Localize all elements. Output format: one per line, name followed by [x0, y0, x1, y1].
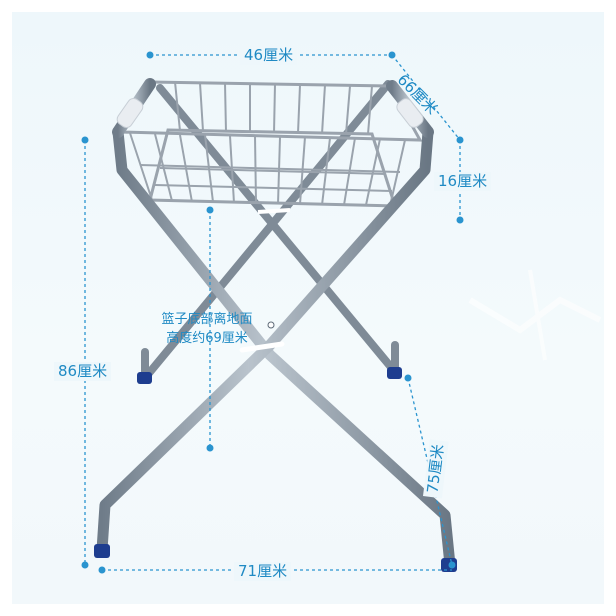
handle-grip-left [116, 97, 144, 129]
dimension-dots [81, 51, 464, 574]
basket-height-line1: 篮子底部离地面 [161, 312, 253, 327]
dimension-width-top: 46厘米 [240, 46, 298, 65]
lower-crossbar [239, 341, 285, 353]
basket-height-note: 篮子底部离地面 高度约69厘米 [112, 310, 302, 348]
dimension-basket-depth: 16厘米 [434, 172, 492, 191]
support-bar [257, 208, 291, 214]
front-foot-left [94, 544, 110, 558]
handle-grip-right [396, 98, 424, 128]
front-legs [94, 78, 457, 572]
pivot-bolt [267, 321, 275, 329]
rear-foot-right [387, 367, 402, 379]
dimension-base-width: 71厘米 [234, 562, 292, 581]
dimension-total-height: 86厘米 [54, 362, 112, 381]
background-sparkle [468, 269, 602, 361]
rear-foot-left [137, 372, 152, 384]
basket-height-line2: 高度约69厘米 [166, 331, 248, 346]
